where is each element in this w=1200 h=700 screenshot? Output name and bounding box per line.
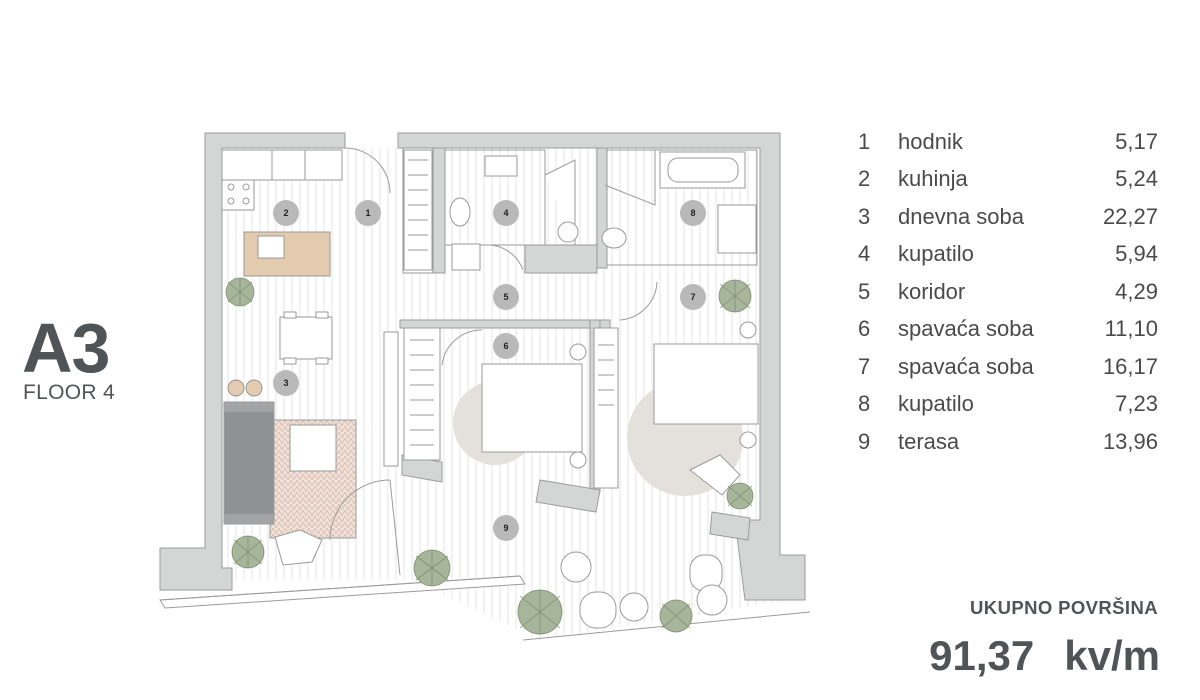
room-legend: 1 hodnik 5,17 2 kuhinja 5,24 3 dnevna soba 22,…: [858, 123, 1158, 461]
legend-row: 8 kupatilo 7,23: [858, 386, 1158, 424]
toilet-icon: [449, 197, 471, 227]
toilet-icon: [601, 227, 627, 249]
svg-text:7: 7: [690, 292, 695, 302]
room-area: 5,24: [1115, 166, 1158, 192]
room-area: 5,17: [1115, 128, 1158, 154]
room-area: 16,17: [1102, 353, 1158, 379]
bed-icon: [653, 343, 759, 425]
svg-text:1: 1: [365, 208, 370, 218]
svg-text:8: 8: [690, 208, 695, 218]
total-area: 91,37 kv/m: [929, 632, 1160, 680]
plant-icon: [659, 599, 693, 633]
bed-icon: [481, 363, 583, 453]
room-name: terasa: [898, 428, 960, 454]
chair-icon: [689, 454, 741, 496]
legend-row: 6 spavaća soba 11,10: [858, 311, 1158, 349]
sink-icon: [717, 204, 757, 254]
room-number: 5: [858, 278, 871, 304]
legend-row: 1 hodnik 5,17: [858, 123, 1158, 161]
room-number: 2: [858, 166, 871, 192]
room-area: 7,23: [1115, 391, 1158, 417]
room-number: 6: [858, 316, 871, 342]
floor-plan: 1 2 3 4 5 6 7 8 9: [159, 132, 811, 641]
living-room-furniture: [223, 311, 357, 566]
bedroom-furniture: [453, 321, 759, 496]
legend-row: 9 terasa 13,96: [858, 423, 1158, 461]
svg-text:2: 2: [283, 208, 288, 218]
bathroom-8-fixtures: [601, 149, 758, 266]
room-area: 5,94: [1115, 241, 1158, 267]
room-name: kupatilo: [898, 241, 974, 267]
room-name: kuhinja: [898, 166, 968, 192]
legend-row: 5 koridor 4,29: [858, 273, 1158, 311]
chair-icon: [274, 529, 323, 566]
legend-row: 4 kupatilo 5,94: [858, 236, 1158, 274]
room-number: 3: [858, 203, 871, 229]
room-markers: 1 2 3 4 5 6 7 8 9: [273, 200, 706, 541]
room-number: 8: [858, 391, 871, 417]
kitchen-counter: [221, 149, 343, 277]
plant-icon: [225, 277, 255, 307]
total-area-value: 91,37: [929, 632, 1035, 679]
table-icon: [279, 316, 333, 360]
apartment-code: A3: [22, 309, 110, 387]
plant-icon: [726, 482, 754, 510]
room-name: hodnik: [898, 128, 963, 154]
sofa-icon: [223, 401, 275, 525]
svg-text:3: 3: [283, 378, 288, 388]
room-number: 4: [858, 241, 871, 267]
plant-icon: [718, 279, 752, 313]
room-area: 22,27: [1102, 203, 1158, 229]
terrace-furniture: [560, 551, 728, 629]
legend-row: 2 kuhinja 5,24: [858, 161, 1158, 199]
room-name: kupatilo: [898, 391, 974, 417]
svg-text:9: 9: [503, 523, 508, 533]
room-name: dnevna soba: [898, 203, 1024, 229]
room-name: koridor: [898, 278, 966, 304]
plant-icon: [231, 535, 265, 569]
svg-text:6: 6: [503, 341, 508, 351]
doors: [329, 147, 658, 576]
room-area: 11,10: [1104, 316, 1158, 342]
room-number: 9: [858, 428, 871, 454]
room-number: 1: [858, 128, 871, 154]
svg-text:5: 5: [503, 292, 508, 302]
bathroom-4-fixtures: [444, 149, 579, 271]
legend-row: 7 spavaća soba 16,17: [858, 348, 1158, 386]
floor-label: FLOOR 4: [23, 381, 115, 404]
plant-icon: [413, 549, 451, 587]
room-name: spavaća soba: [898, 316, 1034, 342]
room-area: 4,29: [1115, 278, 1158, 304]
plant-icon: [517, 589, 563, 635]
room-area: 13,96: [1102, 428, 1158, 454]
room-number: 7: [858, 353, 871, 379]
plants: [225, 277, 754, 635]
room-name: spavaća soba: [898, 353, 1034, 379]
total-area-unit: kv/m: [1064, 632, 1160, 679]
legend-row: 3 dnevna soba 22,27: [858, 198, 1158, 236]
total-area-label: UKUPNO POVRŠINA: [970, 597, 1158, 618]
wardrobes: [383, 149, 619, 489]
svg-text:4: 4: [503, 208, 508, 218]
